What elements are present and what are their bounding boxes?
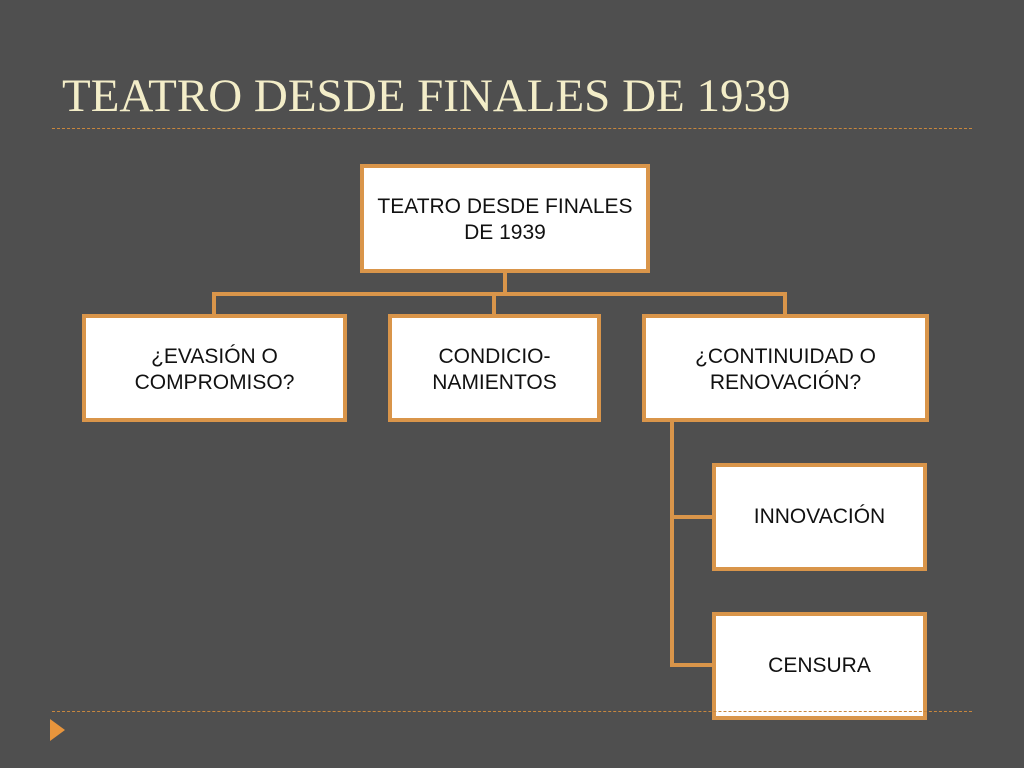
child-node-evasion: ¿EVASIÓN O COMPROMISO? <box>82 314 347 422</box>
slide-title: TEATRO DESDE FINALES DE 1939 <box>62 70 791 122</box>
subchild-node-innovacion: INNOVACIÓN <box>712 463 927 571</box>
root-node-label: TEATRO DESDE FINALES DE 1939 <box>377 195 633 244</box>
child-node-continuidad: ¿CONTINUIDAD O RENOVACIÓN? <box>642 314 929 422</box>
child-node-label: ¿EVASIÓN O COMPROMISO? <box>134 345 295 394</box>
subchild-node-label: CENSURA <box>768 654 871 677</box>
root-node: TEATRO DESDE FINALES DE 1939 <box>360 164 650 273</box>
footer-divider <box>52 711 972 712</box>
subchild-node-censura: CENSURA <box>712 612 927 720</box>
play-arrow-icon <box>50 719 65 741</box>
title-divider <box>52 128 972 129</box>
child-node-label: ¿CONTINUIDAD O RENOVACIÓN? <box>695 345 876 394</box>
child-node-label: CONDICIO- NAMIENTOS <box>432 345 557 394</box>
child-node-condicionamientos: CONDICIO- NAMIENTOS <box>388 314 601 422</box>
subchild-node-label: INNOVACIÓN <box>753 505 886 528</box>
